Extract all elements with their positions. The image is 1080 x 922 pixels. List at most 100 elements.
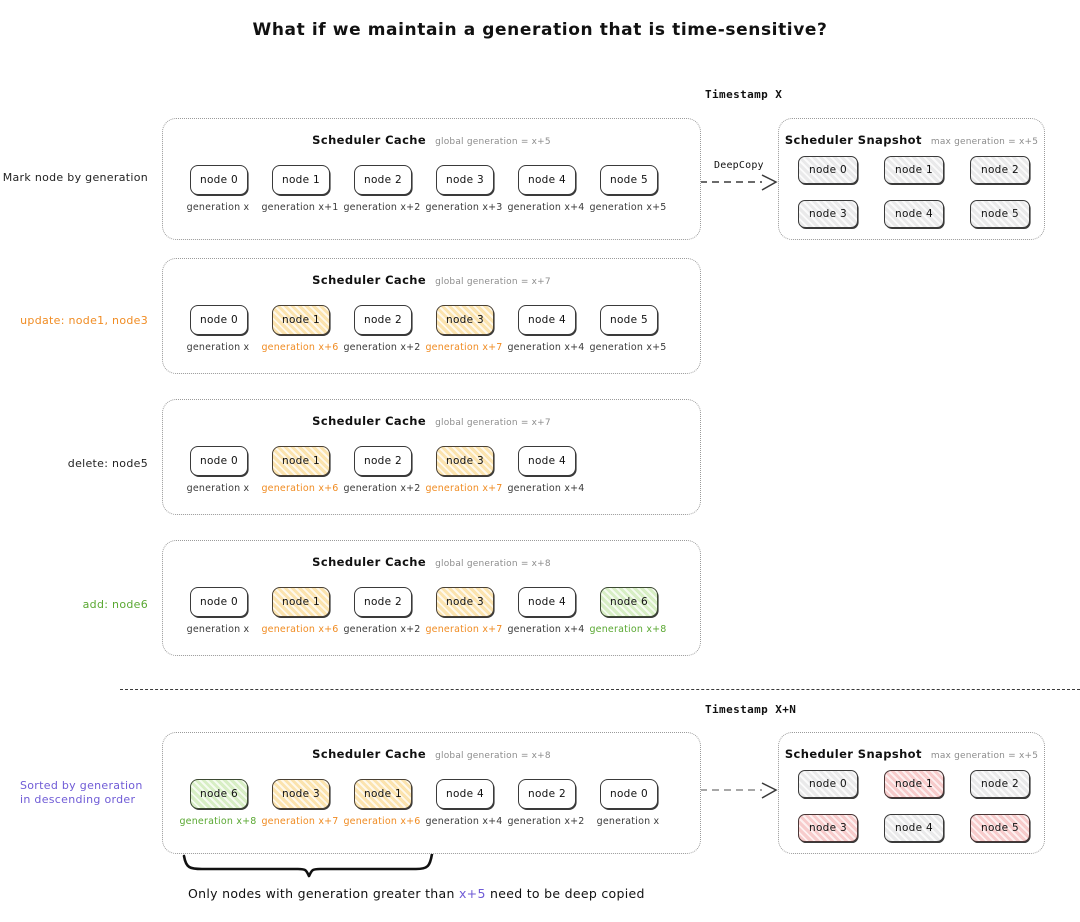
node-generation-label: generation x+7: [425, 483, 503, 494]
group-meta: global generation = x+7: [435, 277, 551, 287]
node-generation-label: generation x+2: [343, 342, 421, 353]
node-chip[interactable]: node 1: [272, 587, 330, 617]
node-chip[interactable]: node 3: [436, 305, 494, 335]
group-header: Scheduler Cache global generation = x+7: [163, 269, 700, 288]
snapshot-node-chip[interactable]: node 0: [798, 156, 858, 184]
snapshot-node-chip[interactable]: node 4: [884, 200, 944, 228]
node-generation-label: generation x+2: [343, 202, 421, 213]
footnote-prefix: Only nodes with generation greater than: [188, 886, 455, 901]
group-title: Scheduler Cache: [312, 555, 427, 569]
node-generation-label: generation x+2: [343, 624, 421, 635]
node-generation-label: generation x: [186, 342, 250, 353]
node-chip[interactable]: node 6: [190, 779, 248, 809]
node-chip[interactable]: node 0: [190, 587, 248, 617]
node-chip[interactable]: node 2: [354, 587, 412, 617]
node-chip[interactable]: node 4: [518, 165, 576, 195]
group-meta: global generation = x+7: [435, 418, 551, 428]
node-chip[interactable]: node 1: [272, 165, 330, 195]
node-generation-label: generation x+6: [261, 483, 339, 494]
node-generation-label: generation x+4: [507, 202, 585, 213]
node-generation-label: generation x: [186, 483, 250, 494]
node-chip[interactable]: node 4: [518, 587, 576, 617]
node-generation-label: generation x+4: [507, 483, 585, 494]
phase-divider: [120, 689, 1080, 690]
row-label: delete: node5: [67, 457, 148, 470]
snapshot-node-chip[interactable]: node 5: [970, 814, 1030, 842]
node-generation-label: generation x+6: [343, 816, 421, 827]
node-generation-label: generation x+5: [589, 202, 667, 213]
node-generation-label: generation x+4: [425, 816, 503, 827]
snapshot-arrow: [700, 782, 778, 799]
snapshot-node-chip[interactable]: node 3: [798, 200, 858, 228]
node-generation-label: generation x+2: [507, 816, 585, 827]
snapshot-node-chip[interactable]: node 3: [798, 814, 858, 842]
footnote: Only nodes with generation greater than …: [188, 886, 645, 901]
node-chip[interactable]: node 0: [190, 305, 248, 335]
node-chip[interactable]: node 5: [600, 305, 658, 335]
node-generation-label: generation x+5: [589, 342, 667, 353]
node-chip[interactable]: node 3: [436, 165, 494, 195]
node-chip[interactable]: node 4: [518, 446, 576, 476]
group-meta: max generation = x+5: [930, 137, 1039, 147]
row-label: update: node1, node3: [20, 314, 148, 327]
snapshot-node-chip[interactable]: node 2: [970, 156, 1030, 184]
timestamp-top: Timestamp X: [705, 88, 783, 101]
snapshot-node-chip[interactable]: node 4: [884, 814, 944, 842]
row-label: add: node6: [82, 598, 148, 611]
node-chip[interactable]: node 3: [436, 587, 494, 617]
row-label: Mark node by generation: [2, 171, 148, 184]
node-generation-label: generation x: [596, 816, 660, 827]
row-label: Sorted by generation in descending order: [20, 779, 143, 806]
node-generation-label: generation x+6: [261, 624, 339, 635]
group-title: Scheduler Cache: [312, 747, 427, 761]
snapshot-node-chip[interactable]: node 5: [970, 200, 1030, 228]
deepcopy-arrow: [700, 174, 778, 191]
group-meta: global generation = x+8: [435, 559, 551, 569]
snapshot-node-chip[interactable]: node 2: [970, 770, 1030, 798]
group-title: Scheduler Snapshot: [784, 133, 922, 147]
footnote-suffix: need to be deep copied: [490, 886, 645, 901]
node-chip[interactable]: node 3: [272, 779, 330, 809]
group-meta: max generation = x+5: [930, 751, 1039, 761]
deepcopy-label: DeepCopy: [714, 160, 764, 171]
snapshot-node-chip[interactable]: node 1: [884, 156, 944, 184]
node-chip[interactable]: node 3: [436, 446, 494, 476]
node-chip[interactable]: node 0: [600, 779, 658, 809]
node-chip[interactable]: node 0: [190, 446, 248, 476]
node-generation-label: generation x+4: [507, 624, 585, 635]
group-header: Scheduler Snapshot max generation = x+5: [779, 743, 1044, 762]
group-title: Scheduler Cache: [312, 273, 427, 287]
group-meta: global generation = x+5: [435, 137, 551, 147]
node-chip[interactable]: node 2: [354, 446, 412, 476]
node-generation-label: generation x: [186, 202, 250, 213]
node-chip[interactable]: node 0: [190, 165, 248, 195]
footnote-highlight: x+5: [458, 886, 486, 901]
node-chip[interactable]: node 2: [354, 305, 412, 335]
node-chip[interactable]: node 5: [600, 165, 658, 195]
node-chip[interactable]: node 1: [354, 779, 412, 809]
node-chip[interactable]: node 6: [600, 587, 658, 617]
node-chip[interactable]: node 1: [272, 446, 330, 476]
node-generation-label: generation x+7: [425, 624, 503, 635]
timestamp-bottom: Timestamp X+N: [705, 703, 797, 716]
node-generation-label: generation x+8: [589, 624, 667, 635]
node-chip[interactable]: node 1: [272, 305, 330, 335]
node-chip[interactable]: node 2: [518, 779, 576, 809]
node-chip[interactable]: node 2: [354, 165, 412, 195]
snapshot-node-chip[interactable]: node 1: [884, 770, 944, 798]
node-generation-label: generation x+7: [261, 816, 339, 827]
group-header: Scheduler Cache global generation = x+8: [163, 551, 700, 570]
node-generation-label: generation x: [186, 624, 250, 635]
node-generation-label: generation x+6: [261, 342, 339, 353]
node-chip[interactable]: node 4: [518, 305, 576, 335]
group-header: Scheduler Cache global generation = x+5: [163, 129, 700, 148]
node-chip[interactable]: node 4: [436, 779, 494, 809]
group-title: Scheduler Snapshot: [784, 747, 922, 761]
node-generation-label: generation x+1: [261, 202, 339, 213]
snapshot-node-chip[interactable]: node 0: [798, 770, 858, 798]
group-title: Scheduler Cache: [312, 133, 427, 147]
